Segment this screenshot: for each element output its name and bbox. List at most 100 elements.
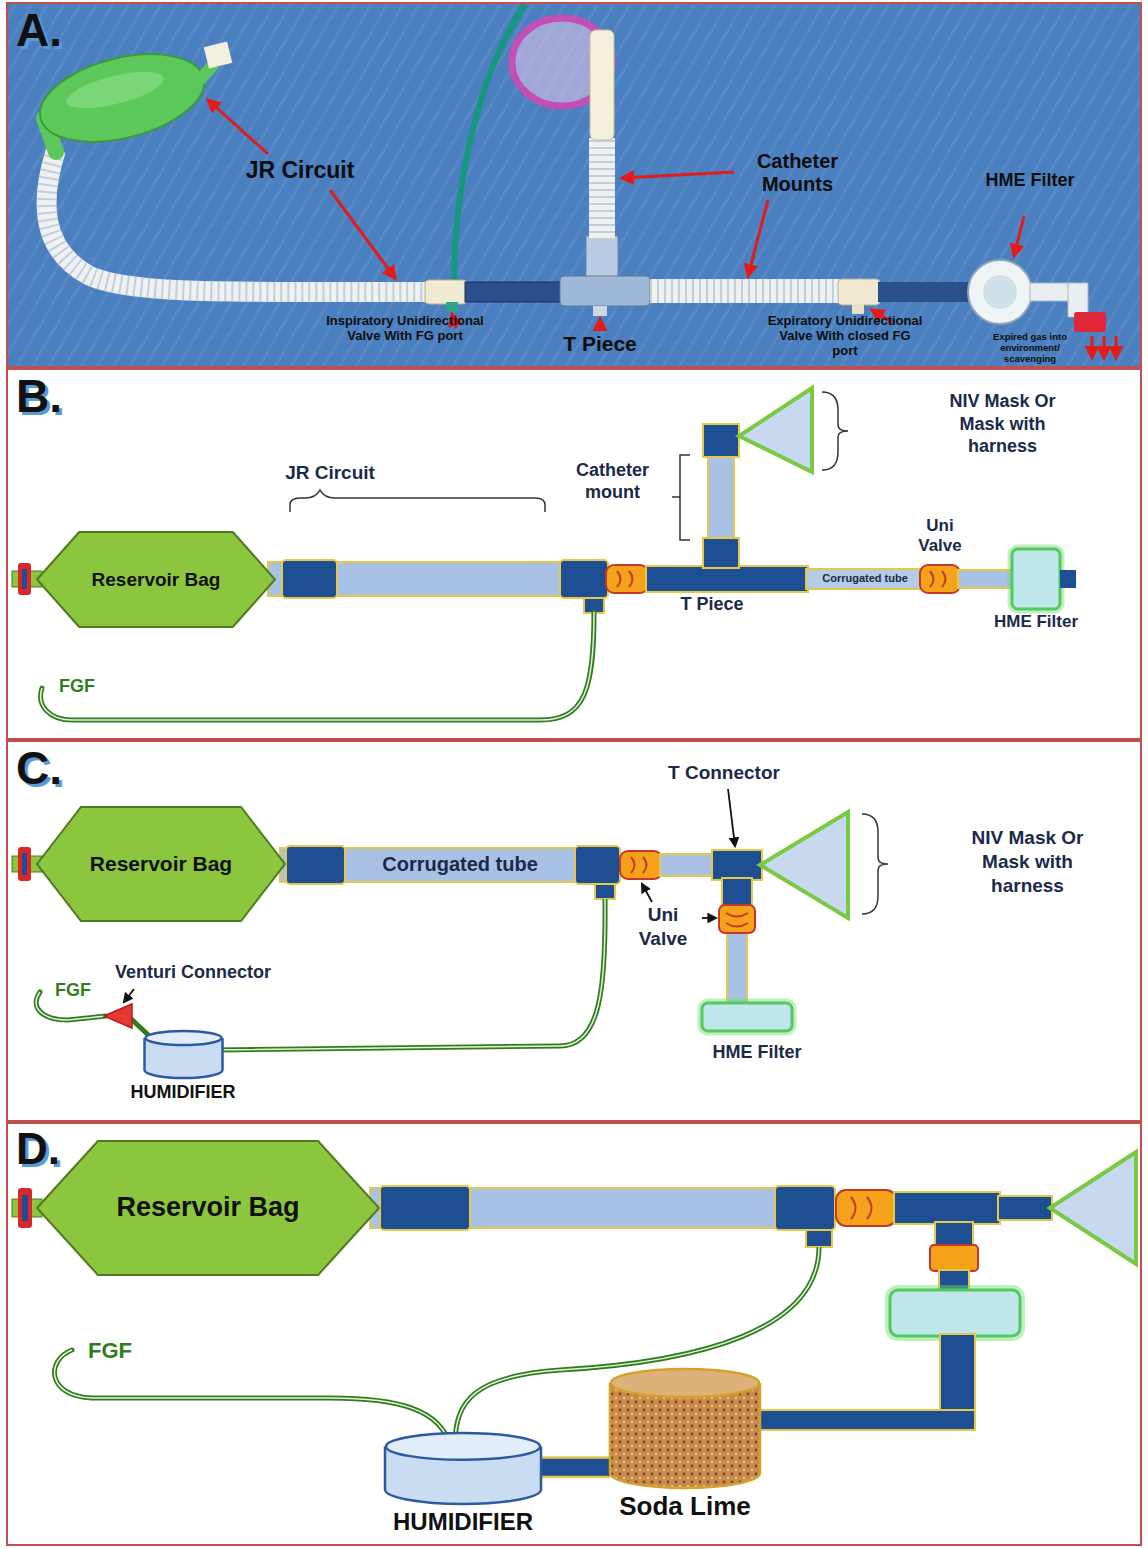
flow-label: FGF [52, 676, 102, 698]
circuit-b [930, 571, 946, 587]
humidifier: HUMIDIFIER [385, 1432, 541, 1536]
photo-panel-a [650, 279, 840, 303]
part-label: HME Filter [985, 170, 1075, 191]
part-label: Inspiratory Unidirectional Valve With FG… [325, 314, 485, 344]
circuit-c [620, 851, 662, 879]
panel-letter: D. [16, 1124, 60, 1175]
bag-outline [37, 807, 285, 921]
circuit-b [739, 388, 812, 472]
bag-outline [37, 1141, 379, 1275]
circuit-b [806, 569, 922, 589]
tube-connector [541, 1467, 610, 1468]
circuit-c [728, 789, 735, 846]
circuit-d [930, 1245, 978, 1271]
circuit-c [631, 857, 647, 873]
photo-panel-a [6, 2, 1142, 368]
part-label: Corrugated tube [350, 852, 570, 876]
circuit-b [703, 424, 739, 457]
circuit-b [920, 565, 960, 593]
photo-panel-a [1068, 283, 1088, 317]
circuit-c [18, 847, 31, 881]
part-label: HME Filter [976, 612, 1096, 632]
part-label: NIV Mask Or Mask with harness [965, 826, 1090, 897]
circuit-c [215, 899, 605, 1050]
circuit-b [672, 455, 690, 540]
circuit-b [606, 565, 648, 593]
photo-panel-a [6, 2, 1142, 368]
photo-panel-a [6, 2, 1142, 368]
photo-panel-a [208, 100, 268, 154]
photo-panel-a [650, 279, 840, 303]
part-label: Venturi Connector [88, 962, 298, 984]
circuit-d [935, 1222, 973, 1246]
circuit-d [54, 1350, 450, 1445]
photo-panel-a [852, 304, 864, 314]
flow-label: FGF [48, 980, 98, 1002]
photo-panel-a [968, 260, 1032, 324]
circuit-c [862, 814, 888, 914]
circuit-b [41, 612, 594, 720]
photo-panel-a [590, 30, 614, 140]
bag-label: Reservoir Bag [92, 569, 221, 591]
photo-panel-a [1091, 336, 1094, 358]
photo-panel-a [208, 100, 1116, 358]
part-label: HME Filter [687, 1042, 827, 1064]
cylinder-outline [610, 1383, 760, 1488]
circuit-c [286, 846, 345, 884]
photo-panel-a [425, 280, 467, 304]
photo-panel-a [1014, 216, 1024, 256]
circuit-d [1050, 1152, 1136, 1264]
panel-letter: C. [16, 742, 62, 795]
panel-letter: A. [16, 4, 62, 57]
part-label: Expiratory Unidirectional Valve With clo… [765, 314, 925, 359]
circuit-c [719, 905, 755, 933]
circuit-b [41, 612, 594, 720]
circuit-b [18, 563, 31, 595]
photo-panel-a [983, 275, 1017, 309]
part-label: T Connector [644, 762, 804, 785]
photo-panel-a [593, 306, 607, 316]
photo-panel-a [1074, 312, 1106, 332]
circuit-c [12, 789, 888, 1050]
humidifier-label: HUMIDIFIER [131, 1082, 236, 1103]
photo-panel-a [586, 236, 618, 280]
figure-panel: A. [6, 2, 1142, 368]
circuit-d [18, 1188, 32, 1228]
photo-panel-a [31, 39, 213, 157]
circuit-c [104, 1004, 132, 1028]
circuit-c [727, 931, 747, 1005]
circuit-b [822, 392, 848, 470]
bag-label: Reservoir Bag [90, 852, 232, 876]
part-label: Uni Valve [905, 516, 975, 557]
reservoir-bag: Reservoir Bag [36, 531, 276, 628]
part-label: Catheter mount [560, 460, 665, 503]
part-label: T Piece [662, 594, 762, 616]
circuit-d [890, 1290, 1020, 1336]
circuit-c [595, 883, 615, 899]
part-label: Uni Valve [628, 903, 698, 951]
photo-panel-a [878, 282, 968, 302]
photo-panel-a [446, 302, 458, 312]
circuit-b [290, 490, 545, 512]
circuit-c [702, 1003, 792, 1031]
circuit-c [575, 846, 620, 884]
figure-panel: D.Reservoir BagHUMIDIFIERSoda Lime [6, 1122, 1142, 1546]
circuit-d [836, 1190, 896, 1226]
circuit-b [1060, 570, 1076, 588]
circuit-b [22, 569, 27, 589]
photo-panel-a [838, 279, 880, 305]
photo-panel-a [1030, 283, 1074, 301]
circuit-b [12, 388, 1076, 720]
circuit-d [12, 1152, 1136, 1445]
part-label: JR Circuit [250, 462, 410, 485]
circuit-d [890, 1290, 1020, 1336]
reservoir-bag: Reservoir Bag [36, 1140, 380, 1276]
circuit-c [215, 899, 605, 1050]
photo-panel-a [872, 310, 892, 322]
photo-panel-a [330, 190, 395, 278]
photo-panel-a [1103, 336, 1106, 358]
